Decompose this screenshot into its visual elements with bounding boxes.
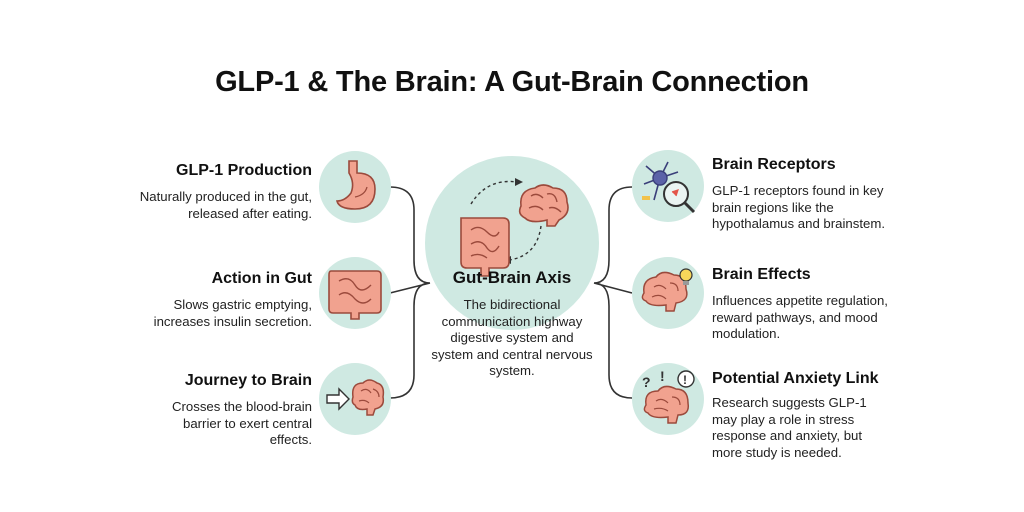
page-title: GLP-1 & The Brain: A Gut-Brain Connectio… bbox=[215, 66, 809, 98]
potential-anxiety-link-description: Research suggests GLP-1 may play a role … bbox=[712, 395, 867, 460]
brain-receptors-description: GLP-1 receptors found in key brain regio… bbox=[712, 183, 886, 231]
journey-to-brain-description: Crosses the blood-brain barrier to exert… bbox=[171, 399, 312, 447]
brain-effects-block: Brain Effects Influences appetite regula… bbox=[712, 265, 912, 343]
intestine-icon bbox=[460, 217, 510, 277]
brain-question-icon: ? ! ! bbox=[642, 368, 695, 424]
intestine-icon bbox=[328, 270, 382, 320]
action-in-gut-title: Action in Gut bbox=[211, 270, 312, 287]
brain-effects-description: Influences appetite regulation, reward p… bbox=[712, 293, 888, 341]
left-bracket bbox=[389, 186, 431, 399]
right-circle-1 bbox=[632, 150, 704, 222]
potential-anxiety-link-title: Potential Anxiety Link bbox=[712, 370, 879, 387]
left-circle-2 bbox=[319, 257, 391, 329]
center-description: The bidirectional communication highway … bbox=[431, 297, 593, 378]
stomach-icon bbox=[335, 160, 376, 210]
brain-lightbulb-icon bbox=[641, 268, 693, 312]
right-circle-2 bbox=[632, 257, 704, 329]
svg-text:!: ! bbox=[683, 373, 687, 387]
brain-effects-title: Brain Effects bbox=[712, 266, 811, 283]
brain-receptors-title: Brain Receptors bbox=[712, 156, 836, 173]
action-in-gut-block: Action in Gut Slows gastric emptying, in… bbox=[120, 269, 312, 330]
right-bracket bbox=[593, 186, 633, 399]
journey-to-brain-block: Journey to Brain Crosses the blood-brain… bbox=[130, 371, 312, 449]
right-circle-3: ? ! ! bbox=[632, 363, 704, 435]
svg-text:!: ! bbox=[660, 368, 665, 384]
center-title: Gut-Brain Axis bbox=[452, 268, 572, 287]
left-circle-3 bbox=[319, 363, 391, 435]
center-circle bbox=[425, 156, 599, 330]
glp1-production-title: GLP-1 Production bbox=[176, 162, 312, 179]
center-illustration bbox=[460, 178, 569, 277]
glp1-production-description: Naturally produced in the gut, released … bbox=[139, 189, 312, 221]
glp1-production-block: GLP-1 Production Naturally produced in t… bbox=[120, 161, 312, 222]
potential-anxiety-link-block: Potential Anxiety Link Research suggests… bbox=[712, 369, 912, 461]
journey-to-brain-title: Journey to Brain bbox=[184, 372, 312, 389]
cycle-arrows-icon bbox=[470, 180, 542, 261]
brain-icon bbox=[518, 184, 569, 227]
neuron-magnifier-icon bbox=[642, 161, 696, 214]
brain-receptors-block: Brain Receptors GLP-1 receptors found in… bbox=[712, 155, 912, 233]
svg-text:?: ? bbox=[642, 374, 651, 390]
action-in-gut-description: Slows gastric emptying, increases insuli… bbox=[153, 297, 312, 329]
left-circle-1 bbox=[319, 151, 391, 223]
arrow-brain-icon bbox=[326, 379, 385, 416]
